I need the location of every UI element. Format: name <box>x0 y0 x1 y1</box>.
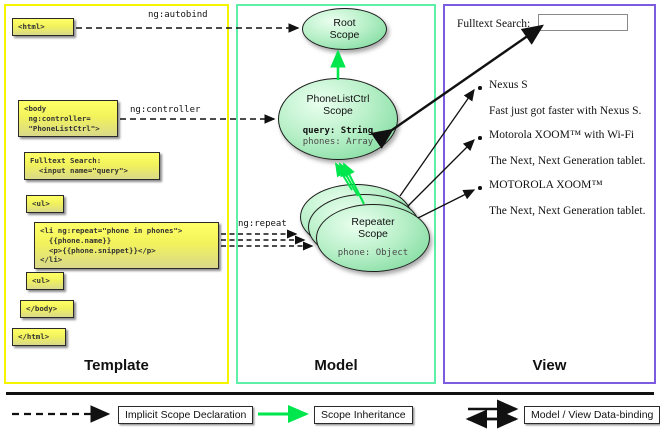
connector-label-ng-autobind: ng:autobind <box>148 10 208 20</box>
scope-repeater-props: phone: Object <box>317 241 429 259</box>
template-column: Template <box>4 4 229 384</box>
view-bullet-2 <box>478 186 482 190</box>
connector-label-ng-repeat: ng:repeat <box>238 219 287 229</box>
code-box-ul-close: <ul> <box>26 272 64 290</box>
scope-prop-phone: phone: Object <box>337 247 409 258</box>
code-box-body-close: </body> <box>20 300 74 318</box>
scope-phonelistctrl-props: query: String phones: Array <box>279 118 397 149</box>
code-box-ul-open: <ul> <box>26 195 64 213</box>
view-phone-snippet-0: Fast just got faster with Nexus S. <box>489 105 642 117</box>
legend-item-model-view-data-binding: Model / View Data-binding <box>524 406 660 424</box>
view-phone-name-2: MOTOROLA XOOM™ <box>489 179 603 191</box>
view-bullet-0 <box>478 86 482 90</box>
view-column-label: View <box>532 357 567 374</box>
view-bullet-1 <box>478 136 482 140</box>
view-phone-name-1: Motorola XOOM™ with Wi-Fi <box>489 129 635 141</box>
legend-item-implicit-scope-declaration: Implicit Scope Declaration <box>118 406 254 424</box>
code-box-li-repeat: <li ng:repeat="phone in phones"> {{phone… <box>34 222 219 270</box>
connector-label-ng-controller: ng:controller <box>130 105 201 115</box>
scope-prop-query: query: String <box>302 125 374 136</box>
template-column-label: Template <box>84 357 149 374</box>
view-search-input[interactable] <box>538 14 628 31</box>
legend-divider <box>6 392 654 395</box>
view-phone-snippet-1: The Next, Next Generation tablet. <box>489 155 646 167</box>
code-box-html-open: <html> <box>12 18 74 36</box>
legend-item-scope-inheritance: Scope Inheritance <box>314 406 413 424</box>
code-box-fulltext-search: Fulltext Search: <input name="query"> <box>24 152 160 180</box>
view-phone-snippet-2: The Next, Next Generation tablet. <box>489 205 646 217</box>
view-column: View <box>443 4 656 384</box>
code-box-body-open: <body ng:controller= "PhoneListCtrl"> <box>18 100 118 138</box>
view-phone-name-0: Nexus S <box>489 79 528 91</box>
scope-prop-phones: phones: Array <box>302 137 374 147</box>
model-column-label: Model <box>314 357 358 374</box>
code-box-html-close: </html> <box>12 328 66 346</box>
legend-arrow-databinding <box>465 399 519 429</box>
view-search-label: Fulltext Search: <box>457 18 531 30</box>
